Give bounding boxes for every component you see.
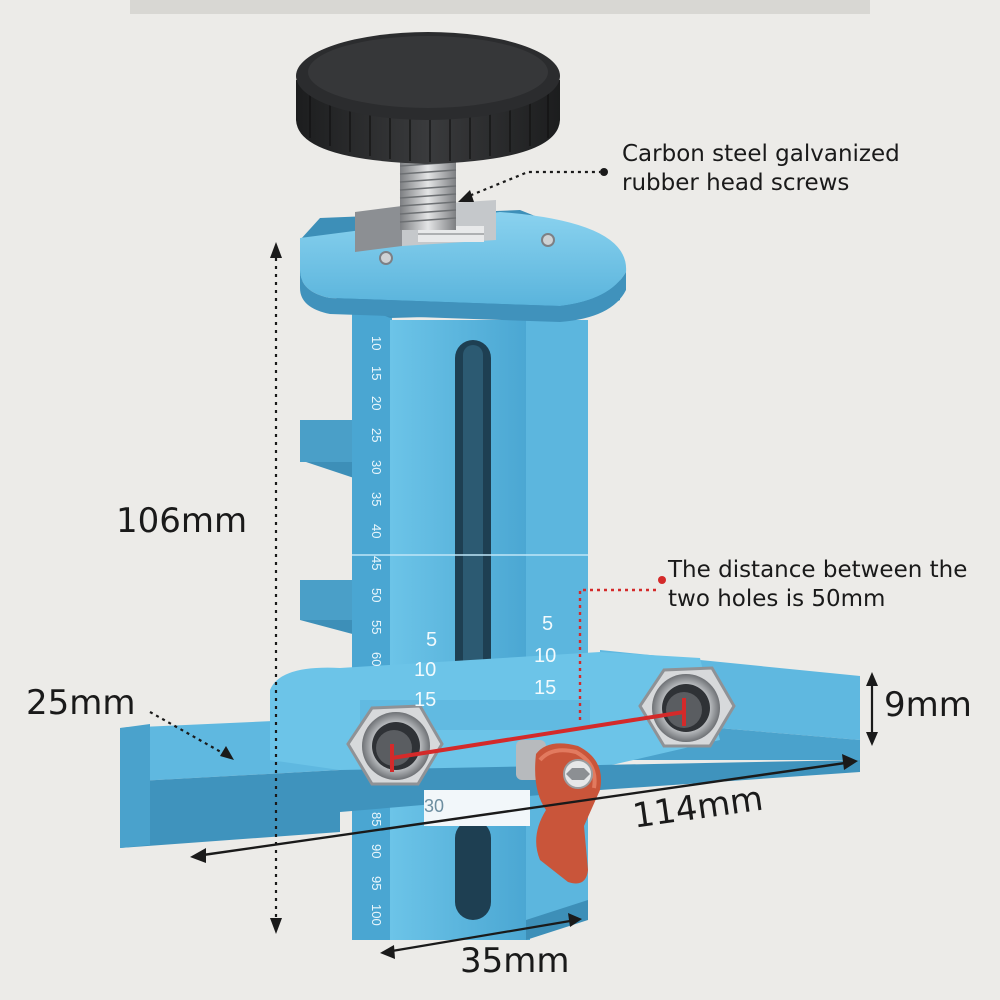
depth-dimension: 25mm (26, 683, 136, 723)
scale-markings: 10 15 20 25 30 35 40 45 50 55 60 85 90 9… (369, 336, 384, 926)
scale-tick: 35 (369, 492, 384, 506)
scale-tick: 15 (414, 689, 436, 711)
screw-callout: Carbon steel galvanized rubber head scre… (622, 140, 900, 198)
scale-tick: 5 (542, 613, 553, 635)
scale-tick: 15 (369, 366, 384, 380)
hole-distance-marker (390, 576, 686, 772)
scale-window-mark: 30 (424, 796, 444, 816)
scale-tick: 10 (534, 645, 556, 667)
inner-scale-right: 5 10 15 (534, 613, 556, 699)
scale-tick: 5 (426, 629, 437, 651)
scale-tick: 90 (369, 844, 384, 858)
thickness-dimension: 9mm (884, 685, 972, 725)
width-dimension: 35mm (460, 941, 570, 981)
scale-tick: 85 (369, 812, 384, 826)
screw-callout-line1: Carbon steel galvanized (622, 141, 900, 167)
scale-tick: 40 (369, 524, 384, 538)
scale-tick: 30 (369, 460, 384, 474)
scale-tick: 45 (369, 556, 384, 570)
rubber-knob (296, 32, 560, 164)
hole-distance-callout: The distance between the two holes is 50… (668, 556, 967, 614)
scale-tick: 95 (369, 876, 384, 890)
screw-callout-line2: rubber head screws (622, 169, 850, 196)
scale-tick: 10 (414, 659, 436, 681)
scale-tick: 10 (369, 336, 384, 350)
scale-tick: 15 (534, 677, 556, 699)
top-shadow (130, 0, 870, 14)
scale-tick: 20 (369, 396, 384, 410)
scale-tick: 25 (369, 428, 384, 442)
scale-tick: 100 (369, 904, 384, 926)
dimension-lines (149, 168, 878, 959)
lower-slot (455, 820, 491, 920)
scale-tick: 55 (369, 620, 384, 634)
height-dimension: 106mm (116, 501, 248, 541)
drill-hole-left (346, 704, 444, 786)
hole-distance-line1: The distance between the (668, 557, 968, 583)
cap-screw-left (379, 251, 393, 265)
inner-scale-left: 5 10 15 (414, 629, 437, 711)
scale-tick: 50 (369, 588, 384, 602)
cap-screw-right (541, 233, 555, 247)
scale-tick: 60 (369, 652, 384, 666)
hole-distance-line2: two holes is 50mm (668, 585, 886, 612)
locking-lever (516, 740, 602, 884)
